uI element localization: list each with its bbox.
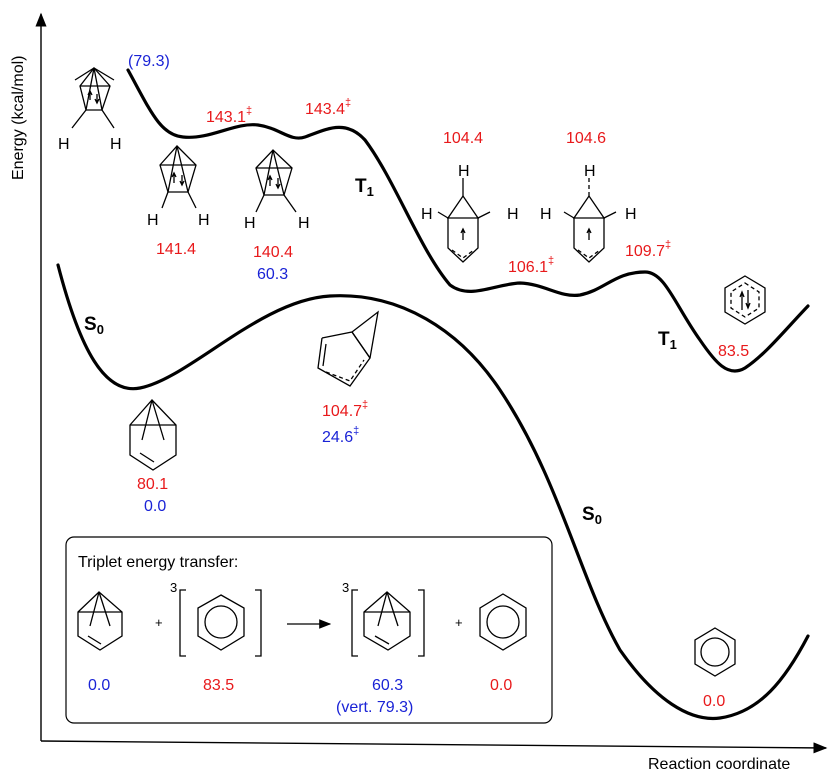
energy-int2: 140.4 [253, 244, 293, 261]
energy-int2-s0: 60.3 [257, 266, 288, 283]
molecule-s0-ts [317, 310, 379, 387]
energy-benzene-s0: 0.0 [703, 693, 725, 710]
molecule-benzene-singlet [694, 627, 736, 677]
energy-int1: 141.4 [156, 241, 196, 258]
molecule-intermediate-4: H H H [540, 163, 637, 263]
inset-molecule-4 [479, 593, 527, 651]
molecule-intermediate-3: H H H [421, 163, 519, 263]
molecule-benzene-triplet [724, 275, 766, 325]
molecule-start-triplet: H H [58, 66, 122, 153]
x-axis-label: Reaction coordinate [648, 756, 790, 773]
svg-text:H: H [625, 206, 637, 223]
inset-molecule-3: 3 [342, 580, 425, 657]
energy-ts4: 109.7‡ [625, 239, 671, 260]
energy-int3: 104.4 [443, 130, 483, 147]
inset-plus-2: + [455, 615, 463, 630]
inset-panel: Triplet energy transfer: + 3 3 + [65, 536, 553, 724]
svg-text:H: H [110, 136, 122, 153]
svg-text:H: H [58, 136, 70, 153]
energy-ts2: 143.4‡ [305, 97, 351, 118]
svg-text:H: H [298, 215, 310, 232]
x-axis [40, 740, 828, 754]
energy-ts1: 143.1‡ [206, 105, 252, 126]
svg-text:H: H [421, 206, 433, 223]
svg-text:H: H [244, 215, 256, 232]
molecule-s0-start [129, 399, 177, 471]
energy-s0-ts-s: 24.6‡ [322, 425, 359, 446]
inset-title: Triplet energy transfer: [78, 554, 238, 571]
inset-energy-3: 60.3 [372, 677, 403, 694]
energy-s0-ts-t: 104.7‡ [322, 399, 368, 420]
inset-molecule-2: 3 [170, 580, 262, 657]
inset-energy-1: 0.0 [88, 677, 110, 694]
svg-text:3: 3 [170, 580, 177, 595]
t1-label-right: T1 [658, 329, 677, 352]
t1-curve [126, 68, 810, 373]
inset-molecule-1 [77, 591, 123, 651]
s0-label-right: S0 [582, 504, 602, 527]
svg-text:H: H [147, 212, 159, 229]
energy-s0-start-t: 80.1 [137, 476, 168, 493]
energy-int4: 104.6 [566, 130, 606, 147]
inset-energy-3-note: (vert. 79.3) [336, 699, 413, 716]
inset-energy-2: 83.5 [203, 677, 234, 694]
inset-plus-1: + [155, 615, 163, 630]
svg-text:3: 3 [342, 580, 349, 595]
svg-text:H: H [540, 206, 552, 223]
svg-text:H: H [584, 163, 596, 180]
inset-energy-4: 0.0 [490, 677, 512, 694]
s0-curve [56, 263, 810, 721]
svg-text:H: H [458, 163, 470, 180]
svg-text:H: H [198, 212, 210, 229]
energy-ts3: 106.1‡ [508, 255, 554, 276]
svg-text:H: H [507, 206, 519, 223]
t1-label-mid: T1 [355, 176, 374, 199]
energy-benzene-t1: 83.5 [718, 343, 749, 360]
molecule-intermediate-2: H H [244, 149, 310, 232]
energy-start-t1: (79.3) [128, 53, 170, 70]
energy-s0-start-s: 0.0 [144, 498, 166, 515]
y-axis-label: Energy (kcal/mol) [10, 56, 27, 180]
s0-label-left: S0 [84, 314, 104, 337]
molecule-intermediate-1: H H [147, 145, 210, 229]
